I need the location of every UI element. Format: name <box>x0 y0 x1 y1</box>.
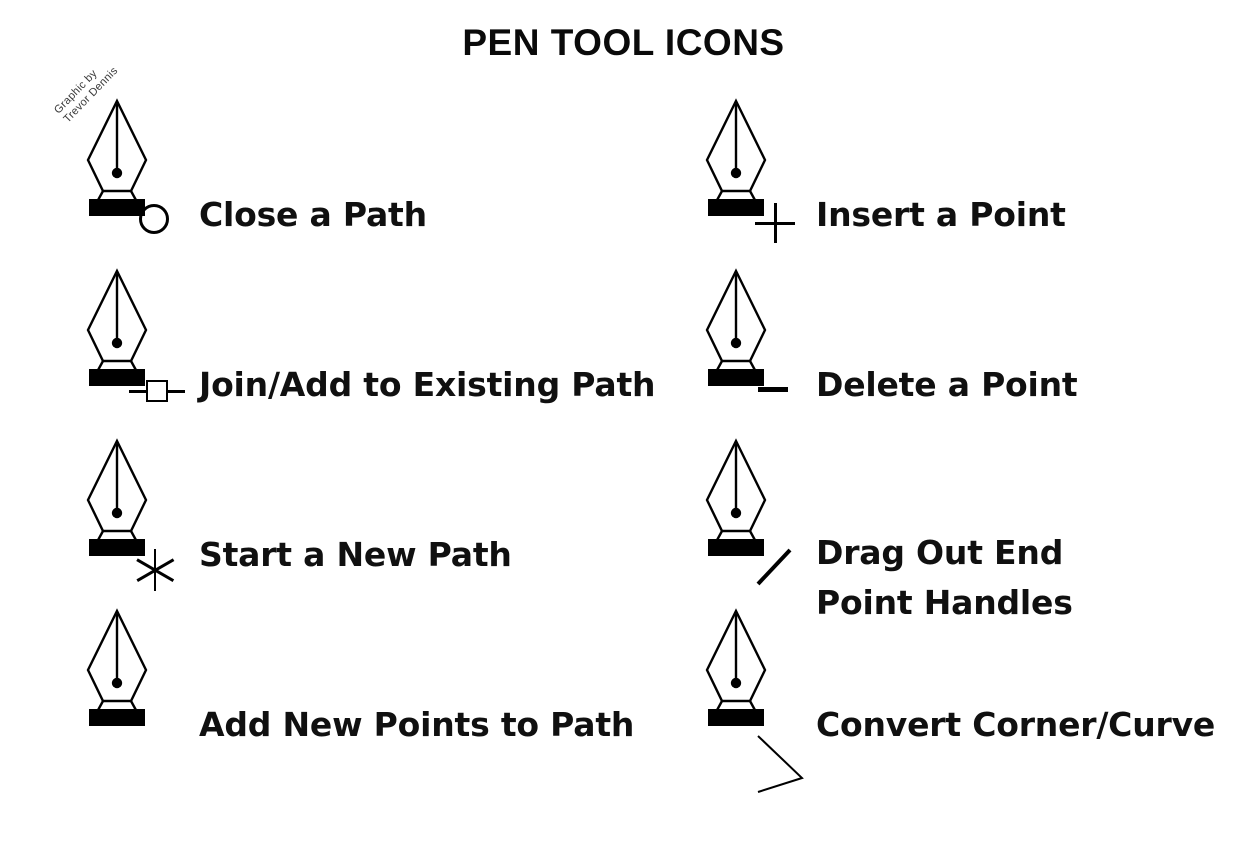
icon-label-insert-a-point: Insert a Point <box>816 195 1066 234</box>
pen-nib-icon <box>703 98 769 223</box>
arrow-cursor-icon <box>750 728 808 805</box>
page-title: PEN TOOL ICONS <box>462 22 785 63</box>
square-node-icon <box>129 380 185 402</box>
pen-nib-icon <box>703 268 769 393</box>
asterisk-icon <box>134 549 176 591</box>
circle-icon <box>139 204 169 234</box>
minus-icon <box>758 387 788 392</box>
icon-label-join-add-to-existing-path: Join/Add to Existing Path <box>199 365 656 404</box>
pen-nib-icon <box>84 268 150 393</box>
label-line-2: Point Handles <box>816 583 1073 622</box>
pen-nib-icon <box>84 608 150 733</box>
pen-nib-icon <box>703 608 769 733</box>
icon-label-start-a-new-path: Start a New Path <box>199 535 512 574</box>
icon-label-convert-corner-curve: Convert Corner/Curve <box>816 705 1216 744</box>
icon-label-delete-a-point: Delete a Point <box>816 365 1078 404</box>
plus-icon <box>755 203 795 243</box>
icon-label-close-a-path: Close a Path <box>199 195 427 234</box>
pen-nib-icon <box>84 438 150 563</box>
label-line-1: Drag Out End <box>816 533 1064 572</box>
icon-label-drag-out-end-point-handles: Drag Out End Point Handles <box>816 528 1073 628</box>
pen-nib-icon <box>84 98 150 223</box>
pen-nib-icon <box>703 438 769 563</box>
diagonal-slash-icon <box>752 545 796 594</box>
icon-label-add-new-points-to-path: Add New Points to Path <box>199 705 635 744</box>
